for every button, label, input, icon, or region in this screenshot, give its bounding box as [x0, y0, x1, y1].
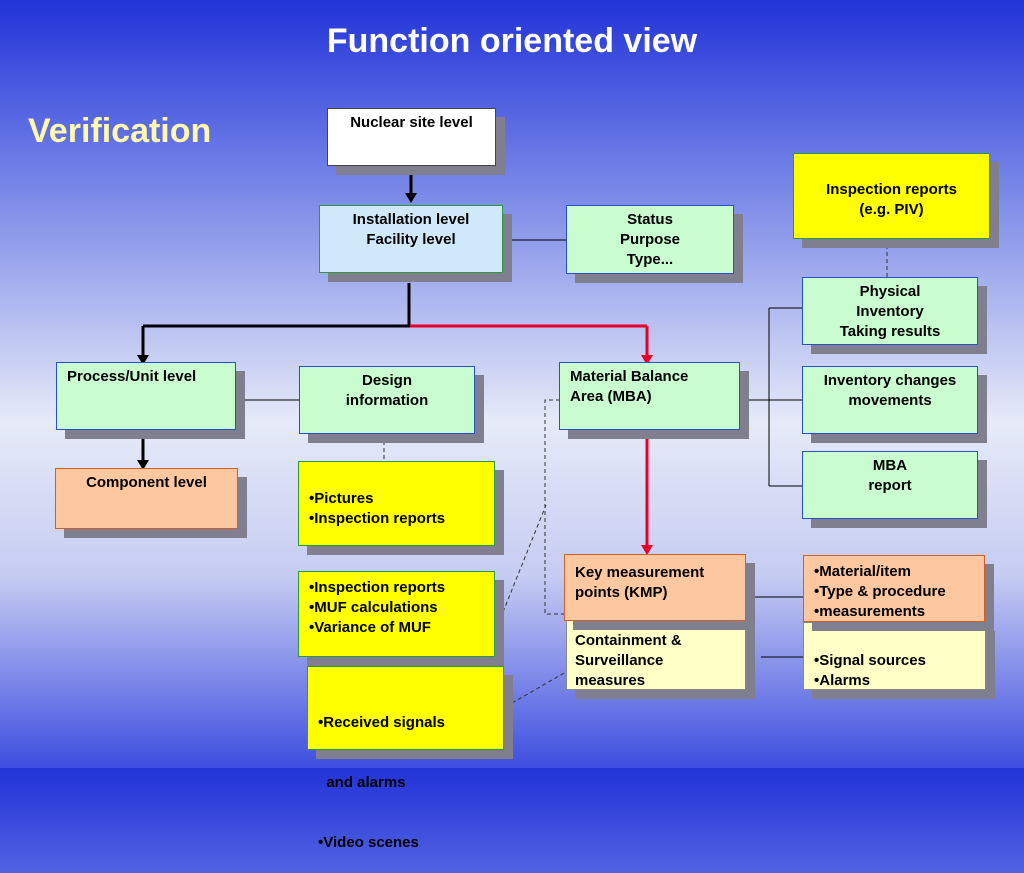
edge-signals-dashed [511, 671, 567, 704]
arrow-to-process [137, 355, 149, 365]
node-label: •Type & procedure [814, 583, 946, 600]
node-material-item: •Material/item •Type & procedure •measur… [803, 555, 985, 622]
node-muf: •Inspection reports •MUF calculations •V… [298, 571, 495, 657]
node-label: •Alarms [814, 672, 871, 689]
node-label: and alarms [318, 774, 406, 791]
slide-subtitle: Verification [28, 112, 212, 150]
node-label: •Inspection reports [309, 579, 446, 596]
node-design-information: Design information [299, 366, 475, 434]
node-label: Inventory [856, 303, 924, 320]
node-mba-report: MBA report [802, 451, 978, 519]
arrow-to-component [137, 460, 149, 470]
node-label: •measurements [814, 603, 926, 620]
node-label: •Received signals [318, 714, 445, 731]
node-kmp: Key measurement points (KMP) [564, 554, 746, 621]
node-installation: Installation level Facility level [319, 205, 503, 273]
node-label: Key measurement [575, 564, 705, 581]
node-status: Status Purpose Type... [566, 205, 734, 274]
node-label: •MUF calculations [309, 599, 438, 616]
node-label: Material Balance [570, 368, 689, 385]
node-nuclear-site: Nuclear site level [327, 108, 496, 166]
node-label: Facility level [366, 231, 456, 248]
node-inventory-changes: Inventory changes movements [802, 366, 978, 434]
arrow-to-mba [641, 355, 653, 365]
node-component: Component level [55, 468, 238, 529]
node-containment: Containment & Surveillance measures [566, 620, 746, 690]
node-label: Physical [859, 283, 921, 300]
node-label: measures [575, 672, 646, 689]
node-label: •Material/item [814, 563, 911, 580]
node-signals: •Received signals and alarms •Video scen… [307, 666, 504, 851]
node-inspection-reports-piv: Inspection reports (e.g. PIV) [793, 153, 990, 239]
node-label: Process/Unit level [67, 368, 197, 385]
node-label: Purpose [619, 231, 680, 248]
node-label: information [345, 392, 429, 409]
node-label: Design [361, 372, 412, 389]
node-pictures: •Pictures •Inspection reports [298, 461, 495, 546]
node-label: Containment & [575, 632, 682, 649]
node-label: Component level [86, 474, 207, 491]
node-label: •Video scenes [318, 834, 419, 851]
node-label: Inspection reports [826, 181, 957, 198]
node-label: •Signal sources [814, 652, 926, 669]
node-label: MBA [872, 457, 908, 474]
arrow-to-kmp [641, 545, 653, 555]
node-label: Type... [626, 251, 674, 268]
node-label: •Variance of MUF [309, 619, 431, 636]
node-label: Inventory changes [823, 372, 957, 389]
node-label: •Inspection reports [309, 510, 446, 527]
node-piv-results: Physical Inventory Taking results [802, 277, 978, 345]
node-label: (e.g. PIV) [859, 201, 924, 218]
node-process-unit: Process/Unit level [56, 362, 236, 430]
arrow-site-installation [405, 193, 417, 203]
node-signal-sources: •Signal sources •Alarms [803, 622, 986, 690]
node-label: Surveillance [575, 652, 664, 669]
node-label: points (KMP) [575, 584, 668, 601]
connector-lines [137, 165, 888, 704]
node-label: Area (MBA) [570, 388, 652, 405]
node-label: Taking results [839, 323, 941, 340]
node-label: Nuclear site level [350, 114, 473, 131]
node-label: •Pictures [309, 490, 374, 507]
slide-title: Function oriented view [326, 22, 698, 60]
node-label: Installation level [352, 211, 470, 228]
node-label: Status [627, 211, 673, 228]
node-mba: Material Balance Area (MBA) [559, 362, 740, 430]
edge-muf-dashed [502, 504, 547, 613]
node-label: report [868, 477, 912, 494]
node-label: movements [848, 392, 932, 409]
